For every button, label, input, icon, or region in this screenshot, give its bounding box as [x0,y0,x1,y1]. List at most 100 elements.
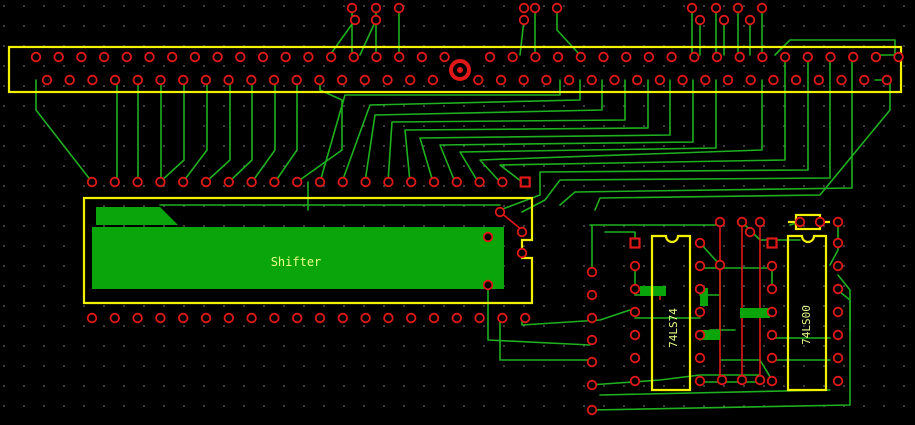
header-pad [223,74,234,86]
header-pad [427,74,439,86]
shifter-pad [132,176,143,188]
ic2-pin-pad [832,306,844,318]
header-pad [790,74,802,86]
component-pad [586,312,598,324]
component-pad [736,374,748,386]
top-pin-pad [349,14,361,26]
header-pad [848,51,859,63]
ic1-pin-pad [694,375,706,387]
component-pad [586,266,598,278]
ic1-pin-pad [694,352,706,364]
header-pad [802,51,814,63]
component-pad [832,216,844,228]
header-pad [643,51,655,63]
shifter-pad [86,312,98,324]
header-pad [598,51,609,63]
header-pad [654,74,666,86]
header-pad [394,51,405,63]
header-pad [825,51,836,63]
shifter-pad [520,312,531,324]
header-pad [348,51,360,63]
shifter-pad [482,231,494,243]
header-pad [666,51,677,63]
component-pad [714,259,726,271]
ic1-pin-pad [694,329,706,341]
header-pad [53,51,64,63]
component-pad [716,374,728,386]
top-pin-pad [529,2,541,14]
header-pad [189,51,201,63]
shifter-pad [109,312,121,324]
ic2-label: 74LS00 [800,305,813,345]
header-pad [563,74,575,86]
header-pad [518,74,529,86]
header-pad [893,51,904,63]
header-pad [859,74,870,86]
header-pad [121,51,133,63]
top-pin-pad [732,2,744,14]
ic2-pin-pad [832,237,844,249]
header-pad [416,51,428,63]
header-pad [30,51,42,63]
top-pin-pad [370,2,382,14]
header-pad [870,51,882,63]
header-pad [64,74,75,86]
shifter-pad [428,176,440,188]
header-pad [552,51,564,63]
ic2-pin-pad [766,237,778,249]
mounting-hole [449,59,471,81]
header-connector-outline [7,45,903,94]
shifter-pad [177,176,189,188]
shifter-pad [314,176,326,188]
header-pad [246,74,257,86]
shifter-pad [474,312,485,324]
header-pad [291,74,302,86]
component-pad [754,216,766,228]
component-pad [814,216,826,228]
header-pad [609,74,620,86]
header-pad [359,74,371,86]
top-pin-pad [744,14,756,26]
shifter-pad [451,312,463,324]
ic1-outline [650,234,692,392]
header-pad [745,74,756,86]
header-pad [700,74,711,86]
header-pad [484,51,496,63]
top-pin-pad [518,2,530,14]
header-pad [268,74,280,86]
shifter-pad [360,176,371,188]
shifter-pad [474,176,485,188]
top-pin-pad [393,2,405,14]
header-pad [371,51,382,63]
shifter-pad [269,176,280,188]
top-pin-pad [694,14,706,26]
header-pad [881,74,893,86]
shifter-pad [246,176,257,188]
ic1-pin-pad [629,352,641,364]
header-pad [235,51,246,63]
shifter-pad [292,176,303,188]
shifter-pad [482,279,494,291]
ic1-pin-pad [629,375,641,387]
top-pin-pad [686,2,698,14]
shifter-pad [86,176,98,188]
ic1-pin-pad [694,237,706,249]
header-pad [314,74,325,86]
component-pad [744,226,756,238]
header-pad [541,74,552,86]
ic2-pin-pad [766,306,778,318]
shifter-pad [497,176,508,188]
shifter-pad [360,312,371,324]
shifter-pad [109,176,121,188]
component-pad [586,289,598,301]
header-pad [439,51,450,63]
header-pad [144,51,155,63]
ic1-pin-pad [629,306,641,318]
ic1-pin-pad [629,329,641,341]
header-pad [41,74,53,86]
header-pad [177,74,189,86]
shifter-pad [497,312,508,324]
ic1-pin-pad [629,237,641,249]
shifter-pad [132,312,143,324]
